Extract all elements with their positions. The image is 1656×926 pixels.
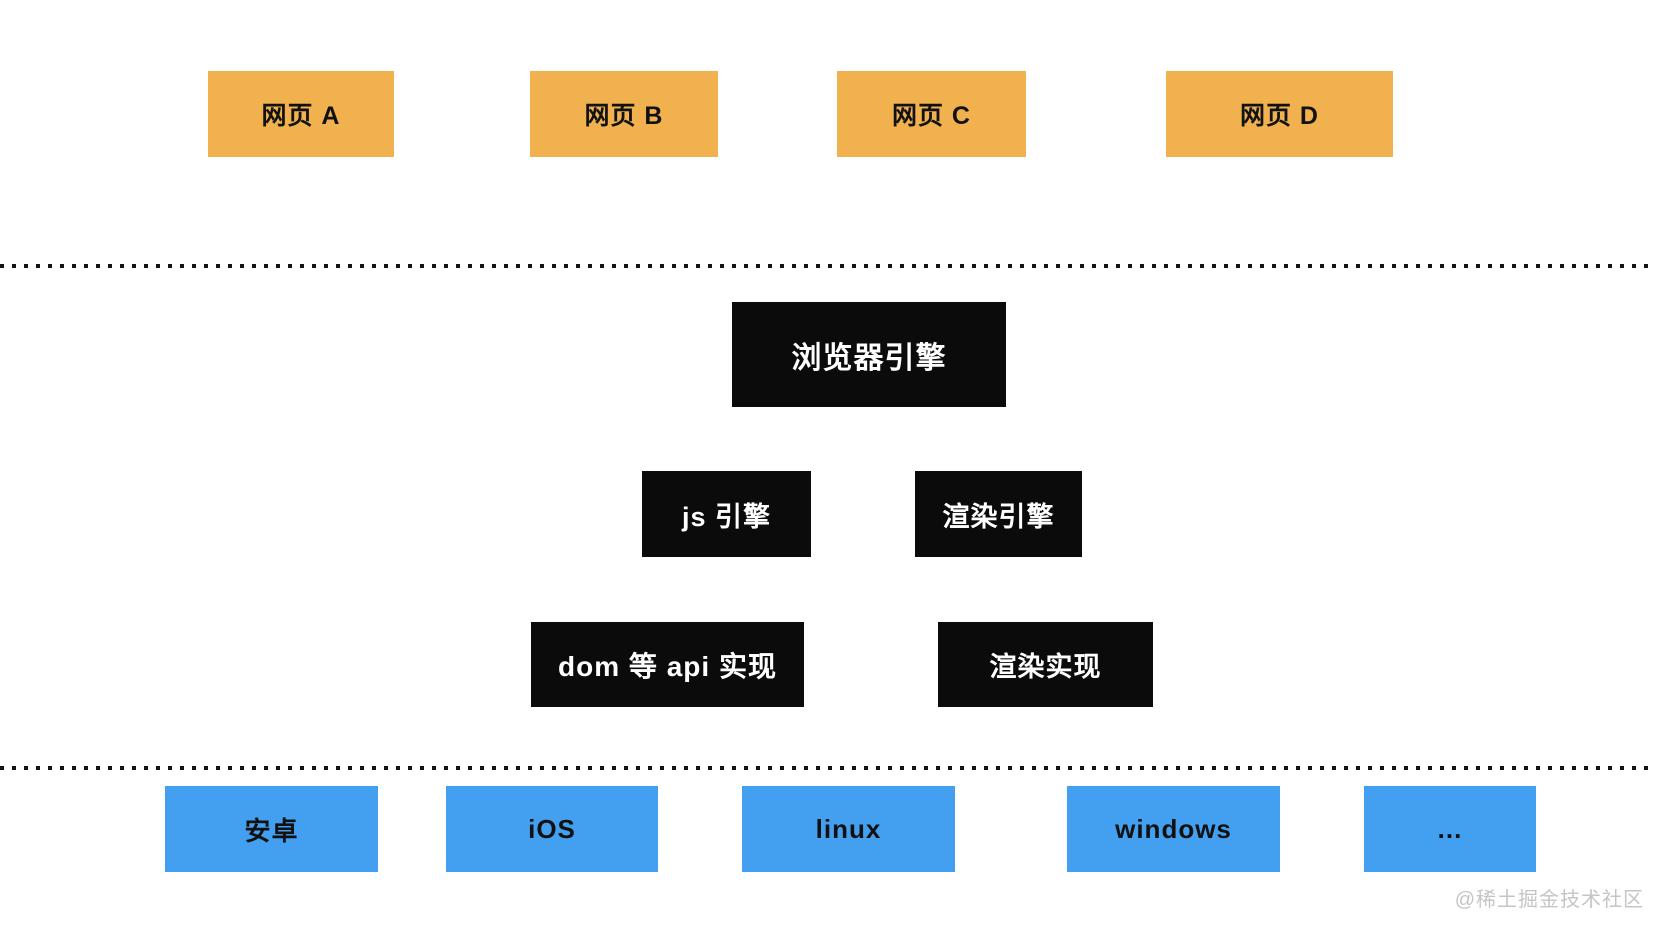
dom-api-implementation-box: dom 等 api 实现 bbox=[531, 622, 804, 707]
juejin-watermark: @稀土掘金技术社区 bbox=[1454, 889, 1644, 911]
js-engine-box: js 引擎 bbox=[642, 471, 811, 557]
webpage-d-box: 网页 D bbox=[1166, 71, 1393, 157]
webpage-c-box: 网页 C bbox=[837, 71, 1026, 157]
dotted-divider-bottom bbox=[0, 766, 1656, 770]
render-implementation-box: 渲染实现 bbox=[938, 622, 1153, 707]
webpage-a-box: 网页 A bbox=[208, 71, 394, 157]
browser-engine-box: 浏览器引擎 bbox=[732, 302, 1006, 407]
platform-box-android: 安卓 bbox=[165, 786, 378, 872]
platform-box-windows: windows bbox=[1067, 786, 1280, 872]
platform-box-linux: linux bbox=[742, 786, 955, 872]
render-engine-box: 渲染引擎 bbox=[915, 471, 1082, 557]
dotted-divider-top bbox=[0, 264, 1656, 268]
platform-box-ios: iOS bbox=[446, 786, 658, 872]
platform-box-more: ... bbox=[1364, 786, 1536, 872]
webpage-b-box: 网页 B bbox=[530, 71, 718, 157]
